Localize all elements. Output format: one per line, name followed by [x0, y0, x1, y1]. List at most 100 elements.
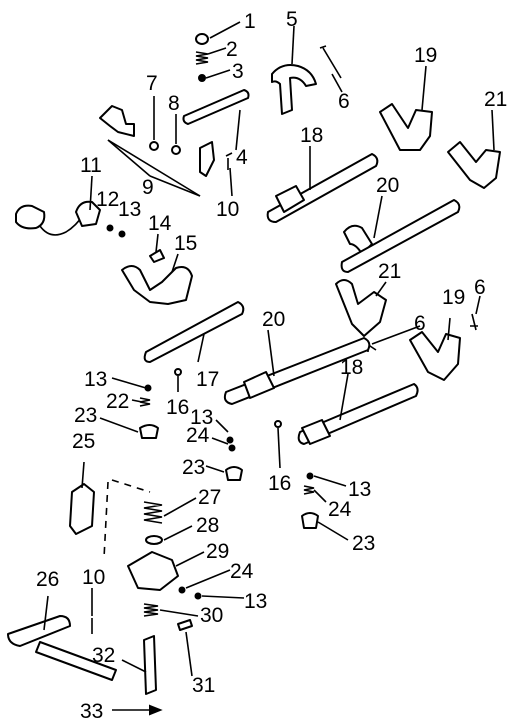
callout-5: 5	[286, 8, 298, 31]
callout-29: 29	[206, 540, 229, 563]
part-shift-fork-21-top	[447, 141, 501, 189]
callout-6-top: 6	[338, 90, 350, 113]
part-washer-28	[145, 535, 163, 545]
part-pin-7	[149, 141, 159, 151]
part-shift-rail-17	[143, 301, 245, 363]
callout-4: 4	[236, 146, 248, 169]
part-bolt-24-lower	[178, 586, 186, 594]
callout-24-center: 24	[186, 424, 210, 447]
part-pin-4	[225, 152, 233, 170]
callout-23-right: 23	[352, 532, 375, 555]
callout-24-lower: 24	[230, 560, 254, 583]
callout-14: 14	[148, 212, 172, 235]
callout-33: 33	[80, 700, 103, 723]
part-spring-30	[143, 603, 159, 617]
callout-7: 7	[146, 72, 158, 95]
callout-19-mid: 19	[442, 286, 465, 309]
callout-16-right: 16	[268, 472, 291, 495]
callout-12: 12	[96, 188, 119, 211]
callout-32: 32	[92, 644, 115, 667]
callout-20-lower: 20	[262, 308, 285, 331]
callout-17: 17	[196, 368, 219, 391]
part-bracket-25	[69, 483, 95, 535]
callout-20-upper: 20	[376, 174, 399, 197]
part-selector-shaft	[99, 105, 135, 137]
part-pin-8	[171, 145, 181, 155]
callout-28: 28	[196, 514, 219, 537]
part-ball-13-left	[144, 384, 152, 392]
part-selector-shaft-32	[143, 635, 157, 695]
callout-30: 30	[200, 604, 223, 627]
callout-13-right: 13	[348, 478, 371, 501]
part-bolt-13a	[118, 230, 126, 238]
callout-13-left: 13	[84, 368, 107, 391]
part-shift-fork-15	[121, 265, 193, 305]
part-bolt-13-lower	[194, 592, 202, 600]
callout-18-lower: 18	[340, 356, 363, 379]
part-plug-23-right	[301, 512, 319, 529]
callout-13-center: 13	[190, 406, 213, 429]
part-plug	[195, 33, 209, 45]
callout-3: 3	[232, 60, 244, 83]
part-bolt-12	[106, 224, 114, 232]
part-detent-14	[149, 249, 165, 263]
part-shift-rod-short	[182, 89, 250, 125]
part-pin-16-left	[174, 368, 182, 376]
callout-21-mid: 21	[378, 260, 401, 283]
part-shift-lever-26	[7, 615, 71, 647]
part-shift-lever-26-arm	[35, 641, 117, 681]
part-cable-end	[15, 204, 46, 230]
callout-labels: 1 2 3 4 5 6 6 6 7 8 9 10 10 11 12 13 13 …	[36, 8, 507, 723]
part-ball-13-right	[306, 472, 314, 480]
leader-lines	[43, 21, 495, 716]
callout-6-right: 6	[474, 276, 486, 299]
part-shift-rail-20-top	[340, 199, 461, 273]
part-ball	[198, 74, 206, 82]
callout-23-center: 23	[182, 456, 205, 479]
callout-16-left: 16	[166, 396, 189, 419]
parts-layer	[7, 33, 501, 695]
callout-10-lower: 10	[82, 566, 105, 589]
part-plug-23-left	[139, 424, 159, 439]
part-spring-27	[143, 501, 163, 524]
callout-8: 8	[168, 92, 180, 115]
callout-2: 2	[226, 38, 238, 61]
part-dashed-guide-25	[103, 479, 151, 559]
part-shift-rail-20-mid-collar	[243, 371, 275, 399]
part-pin-31	[177, 619, 193, 631]
part-selector-guide-line	[107, 139, 201, 197]
part-ball-24-left	[226, 436, 234, 444]
part-ball-24-left-b	[228, 444, 236, 452]
callout-10-upper: 10	[216, 198, 239, 221]
part-cable-housing	[75, 200, 101, 227]
callout-24-right: 24	[328, 498, 352, 521]
callout-13-upper: 13	[118, 198, 141, 221]
callout-21-top: 21	[484, 88, 507, 111]
callout-18-upper: 18	[300, 124, 323, 147]
part-spring-small	[195, 51, 209, 65]
part-pin-16-right	[274, 420, 282, 428]
part-shift-rail-18-top-collar	[275, 185, 305, 213]
callout-22: 22	[106, 390, 129, 413]
part-shift-rail-18-mid	[297, 383, 419, 445]
callout-26: 26	[36, 568, 59, 591]
part-spring-24-right	[303, 485, 315, 495]
part-pin-6-top	[319, 45, 342, 79]
callout-6-mid: 6	[414, 312, 426, 335]
part-pin-6-right	[470, 313, 478, 331]
callout-13-lower: 13	[244, 590, 267, 613]
part-plug-23-center	[225, 466, 243, 481]
callout-31: 31	[192, 674, 215, 697]
callout-9: 9	[142, 176, 154, 199]
part-interlock-bracket	[199, 141, 215, 177]
callout-1: 1	[244, 10, 256, 33]
callout-15: 15	[174, 232, 197, 255]
part-shift-fork-5	[271, 64, 317, 115]
callout-11: 11	[80, 154, 102, 177]
callout-25: 25	[72, 430, 95, 453]
part-selector-housing-29	[127, 551, 179, 591]
part-shift-fork-19-mid	[409, 331, 461, 381]
callout-27: 27	[198, 486, 221, 509]
part-shift-rail-18-mid-collar	[301, 419, 331, 445]
